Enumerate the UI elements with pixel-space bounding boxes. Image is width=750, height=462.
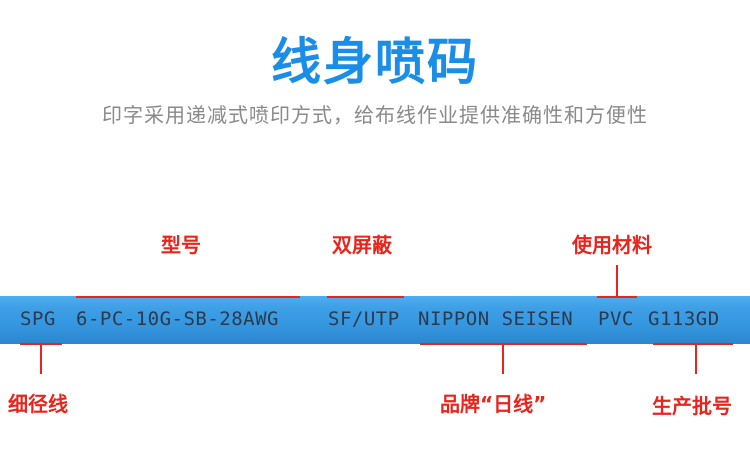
shield-underline	[327, 296, 404, 298]
label-batch: 生产批号	[652, 394, 732, 418]
brand-connector	[502, 343, 504, 374]
label-brand: 品牌“日线”	[440, 392, 547, 416]
label-material: 使用材料	[572, 233, 652, 257]
page-title: 线身喷码	[271, 33, 479, 91]
print-batch: G113GD	[648, 308, 720, 330]
print-maker: NIPPON SEISEN	[418, 308, 574, 330]
print-material: PVC	[598, 308, 634, 330]
material-connector	[616, 265, 618, 296]
cable-print-text: SPG 6-PC-10G-SB-28AWG SF/UTP NIPPON SEIS…	[20, 308, 719, 462]
gauge-connector	[40, 343, 42, 374]
material-underline	[597, 296, 637, 298]
brand-underline	[420, 343, 587, 345]
page-subtitle: 印字采用递减式喷印方式，给布线作业提供准确性和方便性	[102, 103, 648, 127]
model-underline	[76, 296, 300, 298]
batch-connector	[695, 343, 697, 374]
print-brand-code: SPG	[20, 308, 56, 330]
label-gauge: 细径线	[8, 392, 68, 416]
print-model: 6-PC-10G-SB-28AWG	[76, 308, 279, 330]
cable-image	[0, 296, 750, 344]
batch-underline	[653, 343, 733, 345]
print-shield: SF/UTP	[328, 308, 400, 330]
label-shield: 双屏蔽	[332, 233, 392, 257]
label-model: 型号	[161, 233, 201, 257]
